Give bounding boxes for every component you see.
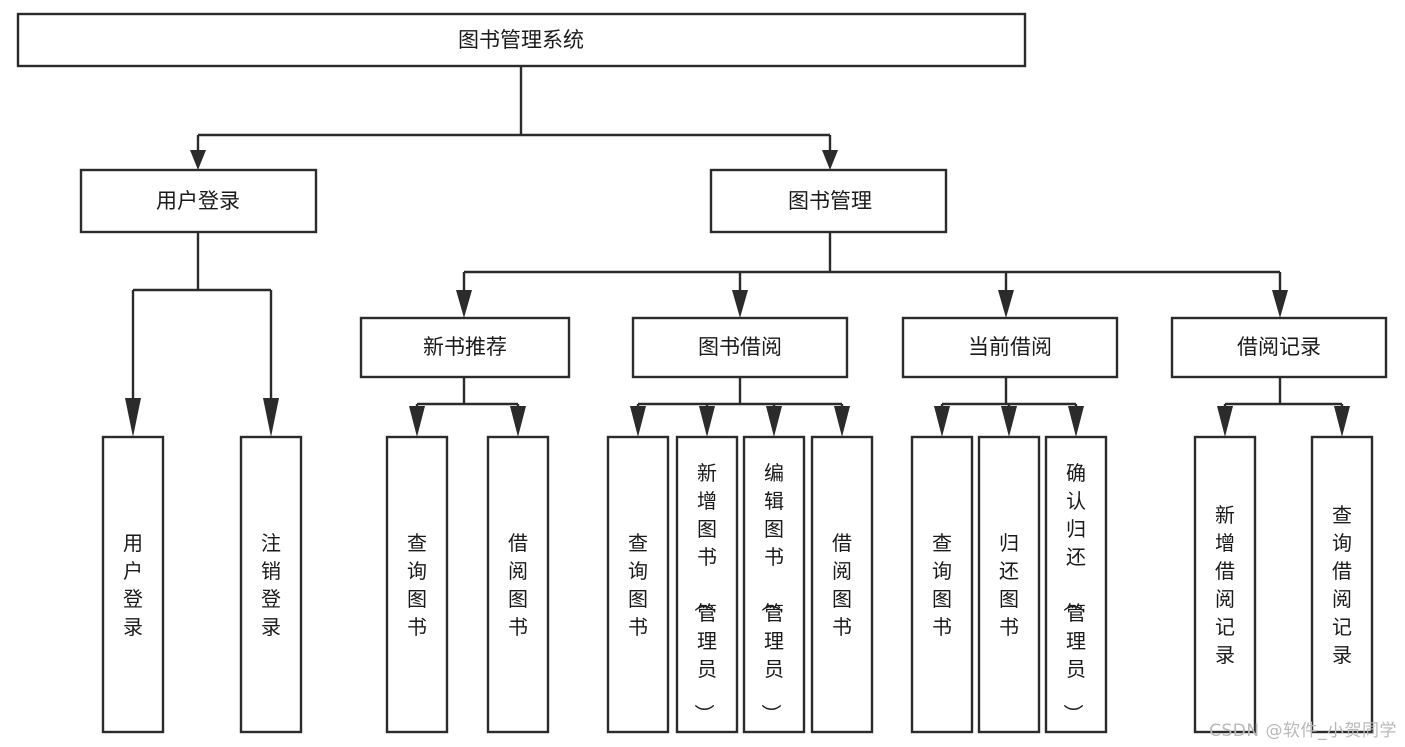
leaf-node-nbr-query-book-label: 查询图书 [407,531,427,639]
leaf-node-cb-confirm-return-admin[interactable]: 确认归还（管理员） [1044,435,1108,734]
arrow-head-bb-leaf-3 [766,406,782,437]
connector-group-new-book-rec-to-leaves [409,377,526,437]
connector-group-borrow-record-to-leaves [1217,377,1350,437]
node-book-borrow-label: 图书借阅 [698,335,782,359]
node-new-book-recommend[interactable]: 新书推荐 [359,316,571,379]
node-current-borrow[interactable]: 当前借阅 [901,316,1119,379]
node-user-login[interactable]: 用户登录 [79,168,318,234]
arrow-head-cb-leaf-1 [934,406,950,437]
leaf-node-bb-edit-book-admin-box[interactable] [742,435,806,734]
leaf-node-logout-box[interactable] [239,435,303,734]
connector-group-book-mgmt-to-level3 [456,232,1288,318]
arrow-head-book-mgmt [822,150,838,170]
leaf-node-bb-add-book-admin[interactable]: 新增图书（管理员） [675,435,739,734]
arrow-head-book-borrow [732,290,748,318]
arrow-head-bb-leaf-2 [699,406,715,437]
node-current-borrow-label: 当前借阅 [968,335,1052,359]
arrow-head-nbr-leaf-2 [510,406,526,437]
arrow-head-borrow-record [1272,290,1288,318]
connector-group-current-borrow-to-leaves [934,377,1084,437]
node-new-book-recommend-label: 新书推荐 [423,335,507,359]
arrow-head-bb-leaf-4 [834,406,850,437]
leaf-node-cb-return-book-box[interactable] [977,435,1041,734]
leaf-node-nbr-query-book-box[interactable] [385,435,449,734]
node-book-management-label: 图书管理 [788,189,872,213]
leaf-node-nbr-borrow-book-box[interactable] [486,435,550,734]
arrow-head-br-leaf-2 [1334,406,1350,437]
node-borrow-record[interactable]: 借阅记录 [1170,316,1388,379]
node-book-borrow[interactable]: 图书借阅 [631,316,849,379]
node-book-management[interactable]: 图书管理 [709,168,948,234]
connector-group-book-borrow-to-leaves [630,377,850,437]
arrow-head-new-book-rec [456,290,472,318]
leaf-node-br-add-record-label: 新增借阅记录 [1215,503,1235,667]
arrow-head-cb-leaf-3 [1068,406,1084,437]
node-root-label: 图书管理系统 [458,28,584,52]
leaf-node-bb-query-book-box[interactable] [606,435,670,734]
leaf-node-cb-query-book-box[interactable] [910,435,974,734]
leaf-node-nbr-query-book[interactable]: 查询图书 [385,435,449,734]
arrow-head-leaf-user-login [125,398,141,437]
leaf-node-user-login-box[interactable] [101,435,165,734]
leaf-node-logout[interactable]: 注销登录 [239,435,303,734]
leaf-node-br-query-record-box[interactable] [1310,435,1374,734]
node-root-system[interactable]: 图书管理系统 [16,12,1027,68]
csdn-watermark: CSDN @软件_小贺同学 [1209,721,1397,741]
leaf-node-br-add-record[interactable]: 新增借阅记录 [1193,435,1257,734]
leaf-node-br-add-record-box[interactable] [1193,435,1257,734]
leaf-node-user-login[interactable]: 用户登录 [101,435,165,734]
leaf-node-cb-return-book[interactable]: 归还图书 [977,435,1041,734]
leaf-node-user-login-label: 用户登录 [123,531,143,639]
leaf-node-br-query-record-label: 查询借阅记录 [1332,503,1352,667]
leaf-node-logout-label: 注销登录 [261,531,281,639]
arrow-head-bb-leaf-1 [630,406,646,437]
leaf-node-bb-query-book-label: 查询图书 [628,531,648,639]
leaf-node-bb-borrow-book[interactable]: 借阅图书 [810,435,874,734]
leaf-node-bb-edit-book-admin-label: 编辑图书（管理员） [759,461,784,724]
leaf-node-cb-confirm-return-admin-label: 确认归还（管理员） [1061,461,1086,724]
node-borrow-record-label: 借阅记录 [1237,335,1321,359]
leaf-node-nbr-borrow-book-label: 借阅图书 [508,531,528,639]
arrow-head-leaf-logout [263,398,279,437]
leaf-node-bb-add-book-admin-label: 新增图书（管理员） [692,461,717,724]
arrow-head-current-borrow [998,290,1014,318]
arrow-head-cb-leaf-2 [1001,406,1017,437]
leaf-node-bb-query-book[interactable]: 查询图书 [606,435,670,734]
node-user-login-label: 用户登录 [156,189,240,213]
arrow-head-br-leaf-1 [1217,406,1233,437]
node-current-borrow-box[interactable] [901,316,1119,379]
leaf-node-cb-confirm-return-admin-box[interactable] [1044,435,1108,734]
node-book-borrow-box[interactable] [631,316,849,379]
connector-group-user-login-to-leaves [125,232,279,437]
leaf-node-nbr-borrow-book[interactable]: 借阅图书 [486,435,550,734]
leaf-node-bb-borrow-book-label: 借阅图书 [832,531,852,639]
node-book-management-box[interactable] [709,168,948,234]
leaf-node-cb-query-book[interactable]: 查询图书 [910,435,974,734]
leaf-node-br-query-record[interactable]: 查询借阅记录 [1310,435,1374,734]
connector-group-root-to-level2 [190,66,838,170]
arrow-head-user-login [190,150,206,170]
leaf-node-cb-query-book-label: 查询图书 [932,531,952,639]
leaf-node-cb-return-book-label: 归还图书 [999,531,1019,639]
node-new-book-recommend-box[interactable] [359,316,571,379]
node-borrow-record-box[interactable] [1170,316,1388,379]
arrow-head-nbr-leaf-1 [409,406,425,437]
node-root-box[interactable] [16,12,1027,68]
node-user-login-box[interactable] [79,168,318,234]
leaf-node-bb-add-book-admin-box[interactable] [675,435,739,734]
leaf-node-bb-borrow-book-box[interactable] [810,435,874,734]
leaf-node-bb-edit-book-admin[interactable]: 编辑图书（管理员） [742,435,806,734]
